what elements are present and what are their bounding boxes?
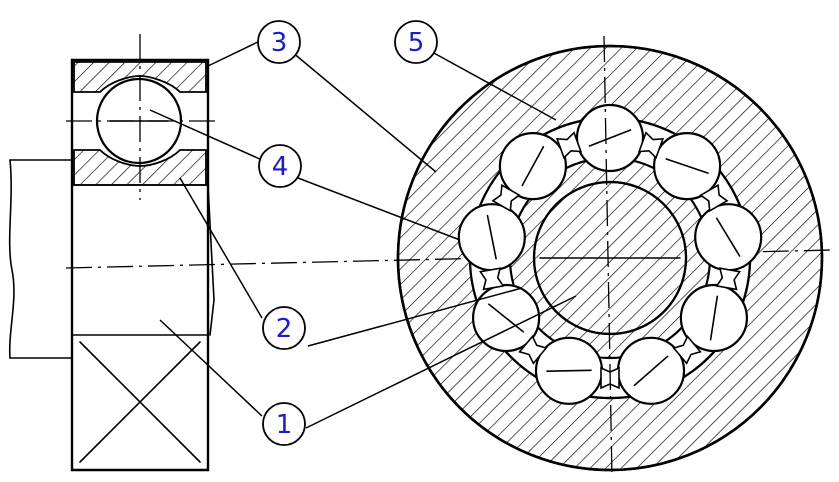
leader-4-front — [297, 177, 461, 241]
callout-4: 4 — [258, 144, 302, 188]
ball-front-mark-2 — [665, 158, 709, 174]
callout-2-number: 2 — [276, 314, 293, 344]
leader-3-side — [207, 39, 263, 67]
callout-2-circle — [262, 306, 306, 350]
cage-pocket-6 — [518, 334, 548, 365]
bearing-outline — [70, 58, 210, 472]
leader-5 — [431, 51, 557, 121]
front-vertical-axis — [603, 35, 613, 479]
callout-5-number: 5 — [408, 28, 425, 58]
cage-pocket-4 — [672, 334, 702, 365]
leader-3-front — [291, 51, 437, 173]
ball-front-mark-4 — [709, 295, 719, 341]
side-edge — [207, 184, 215, 336]
callout-4-circle — [258, 144, 302, 188]
callout-5: 5 — [394, 20, 438, 64]
leader-lines — [149, 39, 577, 429]
leader-4-side — [149, 109, 263, 161]
ball-front-mark-7 — [488, 303, 525, 333]
cage-pocket-9 — [555, 131, 583, 160]
cage-pocket-7 — [479, 267, 505, 291]
callout-3: 3 — [257, 20, 301, 64]
cage-pocket-8 — [491, 183, 521, 213]
ball-front-mark-3 — [715, 217, 741, 257]
callout-2: 2 — [262, 306, 306, 350]
shaft-break-line — [8, 159, 15, 359]
cage-pocket-3 — [715, 267, 741, 291]
callouts: 3 5 4 2 1 — [257, 20, 438, 446]
leader-1-side — [159, 319, 263, 417]
callout-1-number: 1 — [276, 410, 293, 440]
callout-4-number: 4 — [272, 152, 289, 182]
outer-ring-outer-edge — [396, 44, 824, 472]
cage-pocket-2 — [699, 183, 729, 213]
ball-front-mark-8 — [486, 214, 497, 260]
leader-2-front — [307, 287, 523, 347]
callout-5-circle — [394, 20, 438, 64]
callout-1-circle — [262, 402, 306, 446]
leader-1-front — [305, 295, 577, 429]
side-section-view — [8, 34, 220, 472]
callout-3-circle — [257, 20, 301, 64]
ball-front-mark-1 — [588, 129, 632, 147]
ball-front-mark-5 — [633, 355, 669, 387]
lower-cross-b — [79, 341, 201, 463]
ball-front-mark-9 — [521, 146, 545, 187]
callout-3-number: 3 — [271, 28, 288, 58]
ball-set — [457, 103, 763, 405]
cage-set — [479, 131, 741, 390]
callout-1: 1 — [262, 402, 306, 446]
front-section-view — [396, 35, 824, 479]
ball-front-mark-6 — [546, 369, 592, 373]
leader-2-side — [179, 177, 263, 319]
cage-pocket-1 — [637, 131, 665, 160]
